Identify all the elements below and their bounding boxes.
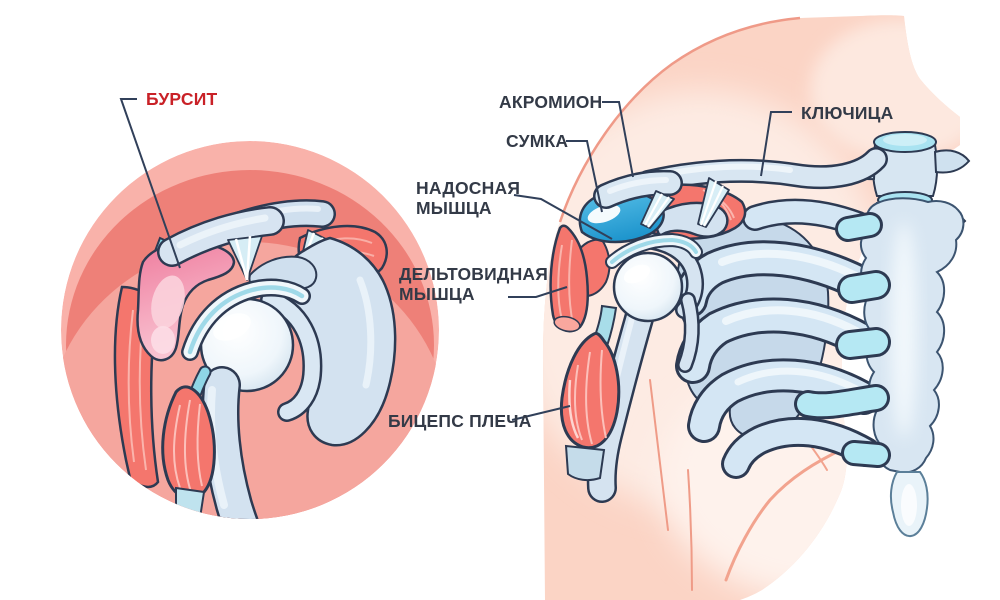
biceps-tendon-arc xyxy=(605,232,703,269)
inset-biceps-lower-tendon xyxy=(175,486,206,519)
label-supraspinatus-line1: НАДОСНАЯ xyxy=(416,178,521,198)
leader-line-bursa xyxy=(566,140,603,213)
biceps-muscle xyxy=(559,304,621,482)
acromion-bone xyxy=(593,169,683,209)
label-deltoid-line1: ДЕЛЬТОВИДНАЯ xyxy=(399,264,549,284)
shoulder-contour-line xyxy=(558,16,801,223)
inset-ligament-arc xyxy=(181,278,311,361)
torso-figure xyxy=(543,15,971,600)
label-supraspinatus-line2: МЫШЦА xyxy=(416,198,492,218)
inset-scapula xyxy=(248,236,397,447)
inset-circle-bursitis-closeup xyxy=(61,141,439,519)
inset-tendon-fan-left xyxy=(227,235,263,281)
label-deltoid-muscle: ДЕЛЬТОВИДНАЯ МЫШЦА xyxy=(399,264,548,304)
inset-inflamed-bursa xyxy=(136,241,236,362)
inset-acromion-bone xyxy=(157,206,285,267)
coracoclavicular-ligament-fan xyxy=(697,177,730,228)
label-bursa: СУМКА xyxy=(506,131,569,151)
label-clavicle: КЛЮЧИЦА xyxy=(801,103,894,123)
supraspinatus-tendon-fan xyxy=(640,190,675,229)
leader-line-acromion xyxy=(602,101,634,178)
label-acromion: АКРОМИОН xyxy=(499,92,603,112)
leader-line-bursitis xyxy=(119,98,181,269)
armpit-fold-line xyxy=(724,446,847,582)
inset-biceps-muscle xyxy=(161,385,216,519)
humeral-head xyxy=(612,251,684,323)
leader-line-supraspinatus xyxy=(513,194,613,240)
label-supraspinatus-muscle: НАДОСНАЯ МЫШЦА xyxy=(416,178,520,218)
label-biceps: БИЦЕПС ПЛЕЧА xyxy=(388,411,532,431)
leader-lines xyxy=(119,98,792,421)
sternum xyxy=(860,197,965,538)
deltoid-muscle-cut xyxy=(549,224,589,333)
biceps-lower-tendon xyxy=(564,444,606,482)
leader-line-deltoid xyxy=(508,286,568,298)
label-deltoid-line2: МЫШЦА xyxy=(399,284,475,304)
leader-line-biceps xyxy=(511,405,571,421)
costal-cartilage xyxy=(794,212,891,468)
leader-line-clavicle xyxy=(760,111,792,177)
label-bursitis: БУРСИТ xyxy=(146,89,218,109)
